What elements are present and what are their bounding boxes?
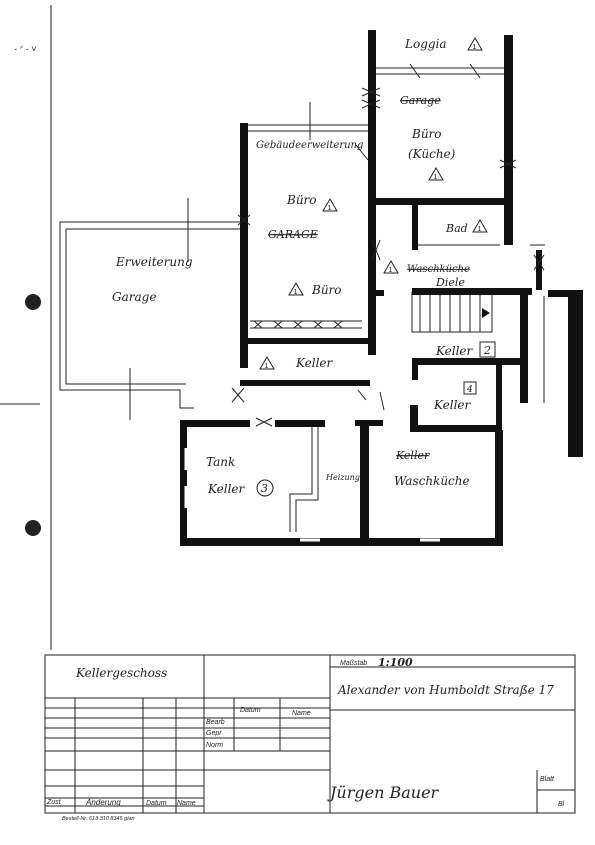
- label-keller-2: Keller: [435, 344, 474, 358]
- col-datum: Datum: [240, 707, 261, 714]
- svg-text:4: 4: [466, 385, 473, 395]
- svg-text:2: 2: [483, 344, 491, 357]
- col-datum-bottom: Datum: [146, 800, 167, 807]
- label-erweiterung: Erweiterung: [115, 255, 193, 269]
- drawing-title: Kellergeschoss: [75, 666, 167, 680]
- wall-loggia-bottom: [376, 198, 506, 205]
- svg-text:3: 3: [261, 482, 268, 495]
- binder-hole-top: [25, 294, 41, 310]
- svg-text:1: 1: [328, 205, 332, 212]
- svg-text:1: 1: [294, 289, 298, 296]
- row-gepr: Gepr: [206, 730, 222, 737]
- signature: Jürgen Bauer: [327, 783, 440, 802]
- label-garage-struck: Garage: [400, 94, 441, 107]
- label-gebaeudeerweiterung: Gebäudeerweiterung: [256, 140, 363, 151]
- label-keller-struck: Keller: [395, 449, 430, 462]
- wall-keller-top: [240, 338, 370, 344]
- staircase: [411, 291, 493, 333]
- wall-right-upper: [504, 35, 513, 245]
- title-block: Kellergeschoss Maßstab 1:100 Alexander v…: [44, 654, 576, 822]
- wall-keller-bottom: [240, 380, 370, 386]
- label-keller-3: Keller: [207, 482, 246, 496]
- svg-text:1: 1: [478, 226, 482, 233]
- label-waschkueche-struck: Waschküche: [407, 264, 470, 275]
- row-norm: Norm: [206, 742, 223, 749]
- svg-text:1: 1: [265, 363, 269, 370]
- wall-keller4-bottom: [410, 425, 502, 432]
- address: Alexander von Humboldt Straße 17: [337, 683, 554, 697]
- marker-triangle-kueche: 1: [428, 167, 444, 181]
- row-bearb: Bearb: [206, 719, 225, 726]
- label-garage-big-struck: GARAGE: [268, 228, 318, 241]
- hatch-loggia: [361, 63, 517, 169]
- corner-mark: - ᐟ - ˅: [14, 44, 37, 54]
- binder-hole-bottom: [25, 520, 41, 536]
- marker-triangle-keller: 1: [259, 356, 275, 370]
- wall-lower-bottom: [180, 538, 502, 546]
- marker-box-4: 4: [463, 381, 477, 395]
- marker-triangle-bad: 1: [472, 219, 488, 233]
- marker-box-2: 2: [479, 341, 496, 358]
- label-buero-2: Büro: [311, 283, 342, 297]
- col-name-bottom: Name: [177, 800, 196, 807]
- floor-plan: [59, 30, 583, 546]
- scale-value: 1:100: [378, 656, 413, 669]
- label-kueche: (Küche): [408, 147, 456, 161]
- label-tank: Tank: [206, 455, 235, 469]
- col-zust: Zust: [46, 799, 62, 806]
- marker-circle-3: 3: [256, 479, 274, 497]
- marker-triangle-loggia: 1: [467, 37, 483, 51]
- label-buero-1: Büro: [286, 193, 317, 207]
- marker-triangle-buero-1: 1: [322, 198, 338, 212]
- wall-stair-top: [412, 288, 532, 295]
- label-bad: Bad: [445, 222, 468, 235]
- wall-lower-right: [495, 430, 503, 546]
- bl-label: Bl: [558, 801, 565, 808]
- wall-lower-left: [180, 420, 187, 545]
- marker-triangle-diele: 1: [383, 260, 399, 274]
- order-number: Bestell-Nr. 613 310 8345 glan: [62, 816, 135, 822]
- label-loggia: Loggia: [404, 37, 447, 51]
- label-diele: Diele: [435, 276, 465, 289]
- label-keller-center: Keller: [295, 356, 334, 370]
- wall-right-outer: [568, 292, 583, 457]
- label-heizung: Heizung: [325, 473, 360, 482]
- label-keller-4: Keller: [433, 398, 472, 412]
- wall-left-upper: [368, 30, 376, 355]
- label-waschkueche: Waschküche: [394, 474, 470, 488]
- svg-text:1: 1: [434, 174, 438, 181]
- blatt-label: Blatt: [540, 776, 555, 783]
- room-labels: Loggia Garage Büro (Küche) Gebäudeerweit…: [112, 37, 474, 496]
- label-buero-kueche: Büro: [411, 127, 442, 141]
- erweiterung-outline: [59, 221, 240, 409]
- col-name: Name: [292, 710, 311, 717]
- col-aenderung: Änderung: [85, 798, 121, 807]
- svg-text:1: 1: [389, 267, 393, 274]
- hatch-buero: [237, 144, 369, 329]
- scale-label: Maßstab: [340, 660, 367, 667]
- markers: 1 1 1 1 1 1 1 2: [256, 37, 496, 497]
- wall-buero-left: [240, 123, 248, 368]
- wall-heizung-right: [360, 420, 369, 545]
- label-garage-ext: Garage: [112, 290, 156, 304]
- svg-text:1: 1: [473, 44, 477, 51]
- marker-triangle-buero-2: 1: [288, 282, 304, 296]
